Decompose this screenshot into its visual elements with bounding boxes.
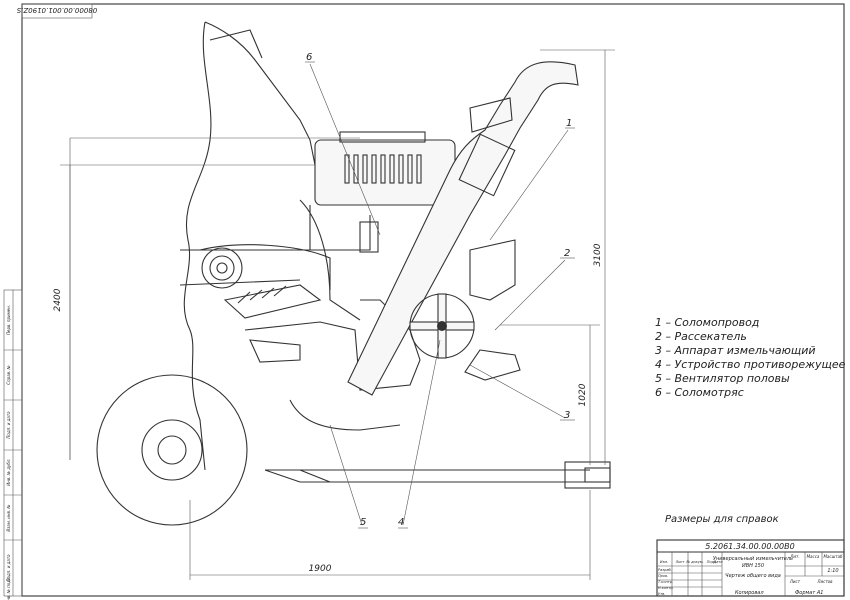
wheel	[96, 374, 248, 526]
title-block-column-label: Дата	[712, 560, 722, 564]
col-scale: Масштаб	[823, 554, 843, 559]
scale-value: 1:10	[827, 568, 838, 574]
side-stamp-label: Инв. № дубл.	[6, 458, 11, 485]
legend-item: 1 – Соломопровод	[655, 316, 759, 329]
callout-6: 6	[306, 52, 312, 63]
straw-pipe	[347, 61, 579, 396]
dimension-lines	[60, 49, 615, 580]
side-stamp-label: Инв. № подл.	[6, 576, 11, 600]
title-block-row-label: Пров.	[658, 574, 668, 578]
dimension-1900: 1900	[309, 564, 332, 574]
title-block-column-label: № докум.	[685, 560, 703, 564]
callout-5: 5	[360, 517, 366, 528]
copied-label: Копировал	[735, 590, 764, 596]
pipe-collar	[458, 133, 516, 197]
col-mass: Масса	[807, 554, 820, 559]
callout-2: 2	[564, 248, 570, 259]
legend-item: 3 – Аппарат измельчающий	[655, 344, 816, 357]
title-line-1: Универсальный измельчитель	[713, 556, 793, 562]
machine-drawing	[69, 21, 611, 526]
title-block-column-label: Подп.	[707, 560, 718, 564]
title-block-row-label: Т.контр.	[658, 580, 673, 584]
leader-lines	[305, 61, 575, 529]
title-block-column-label: Лист	[675, 560, 686, 564]
dimension-3100: 3100	[593, 243, 603, 266]
legend-item: 5 – Вентилятор половы	[655, 372, 790, 385]
side-stamp-label: Взам. инв. №	[6, 504, 11, 531]
title-block-rows: Разраб. Пров. Т.контр. Н.контр. Утв.	[658, 568, 674, 596]
title-block-column-label: Изм.	[660, 560, 668, 564]
title-block-row-label: Разраб.	[658, 568, 672, 572]
legend-item: 4 – Устройство противорежущее	[655, 358, 846, 371]
title-block	[656, 539, 845, 597]
side-stamp-label: Подп. и дата	[6, 554, 11, 582]
side-stamp-label: Перв. примен.	[6, 305, 11, 335]
callout-4: 4	[398, 517, 404, 528]
col-letter: Лит.	[789, 554, 799, 559]
splitter	[469, 239, 516, 301]
sheets-label: Листов	[817, 579, 834, 584]
title-block-row-label: Утв.	[658, 592, 665, 596]
combine-body-outline	[183, 21, 316, 471]
sheet-label: Лист	[789, 579, 801, 584]
title-block-row-label: Н.контр.	[658, 586, 674, 590]
legend: 1 – Соломопровод 2 – Рассекатель 3 – Апп…	[655, 316, 846, 399]
dimension-1020: 1020	[578, 383, 588, 406]
title-line-3: Чертеж общего вида	[725, 573, 781, 579]
dimension-2400: 2400	[53, 288, 63, 311]
side-stamp-label: Подп. и дата	[6, 411, 11, 439]
callout-1: 1	[566, 118, 572, 129]
chopper-blades	[409, 293, 475, 359]
legend-item: 6 – Соломотряс	[655, 386, 744, 399]
reference-note: Размеры для справок	[665, 514, 779, 525]
side-stamp-label: Справ. №	[6, 365, 11, 384]
legend-item: 2 – Рассекатель	[655, 330, 747, 343]
format-label: Формат А1	[795, 590, 823, 596]
doc-code: 5.2061.34.00.00.00В0	[705, 542, 794, 551]
pulley	[201, 247, 243, 289]
stamp-number-box	[21, 3, 93, 19]
stamp-number: 08000.00.001.0190Z.S	[16, 6, 97, 14]
sheet-frame	[21, 3, 845, 597]
callout-3: 3	[564, 410, 570, 421]
title-line-2: ИВН 150	[742, 563, 764, 569]
straw-walker-grill	[223, 284, 322, 319]
